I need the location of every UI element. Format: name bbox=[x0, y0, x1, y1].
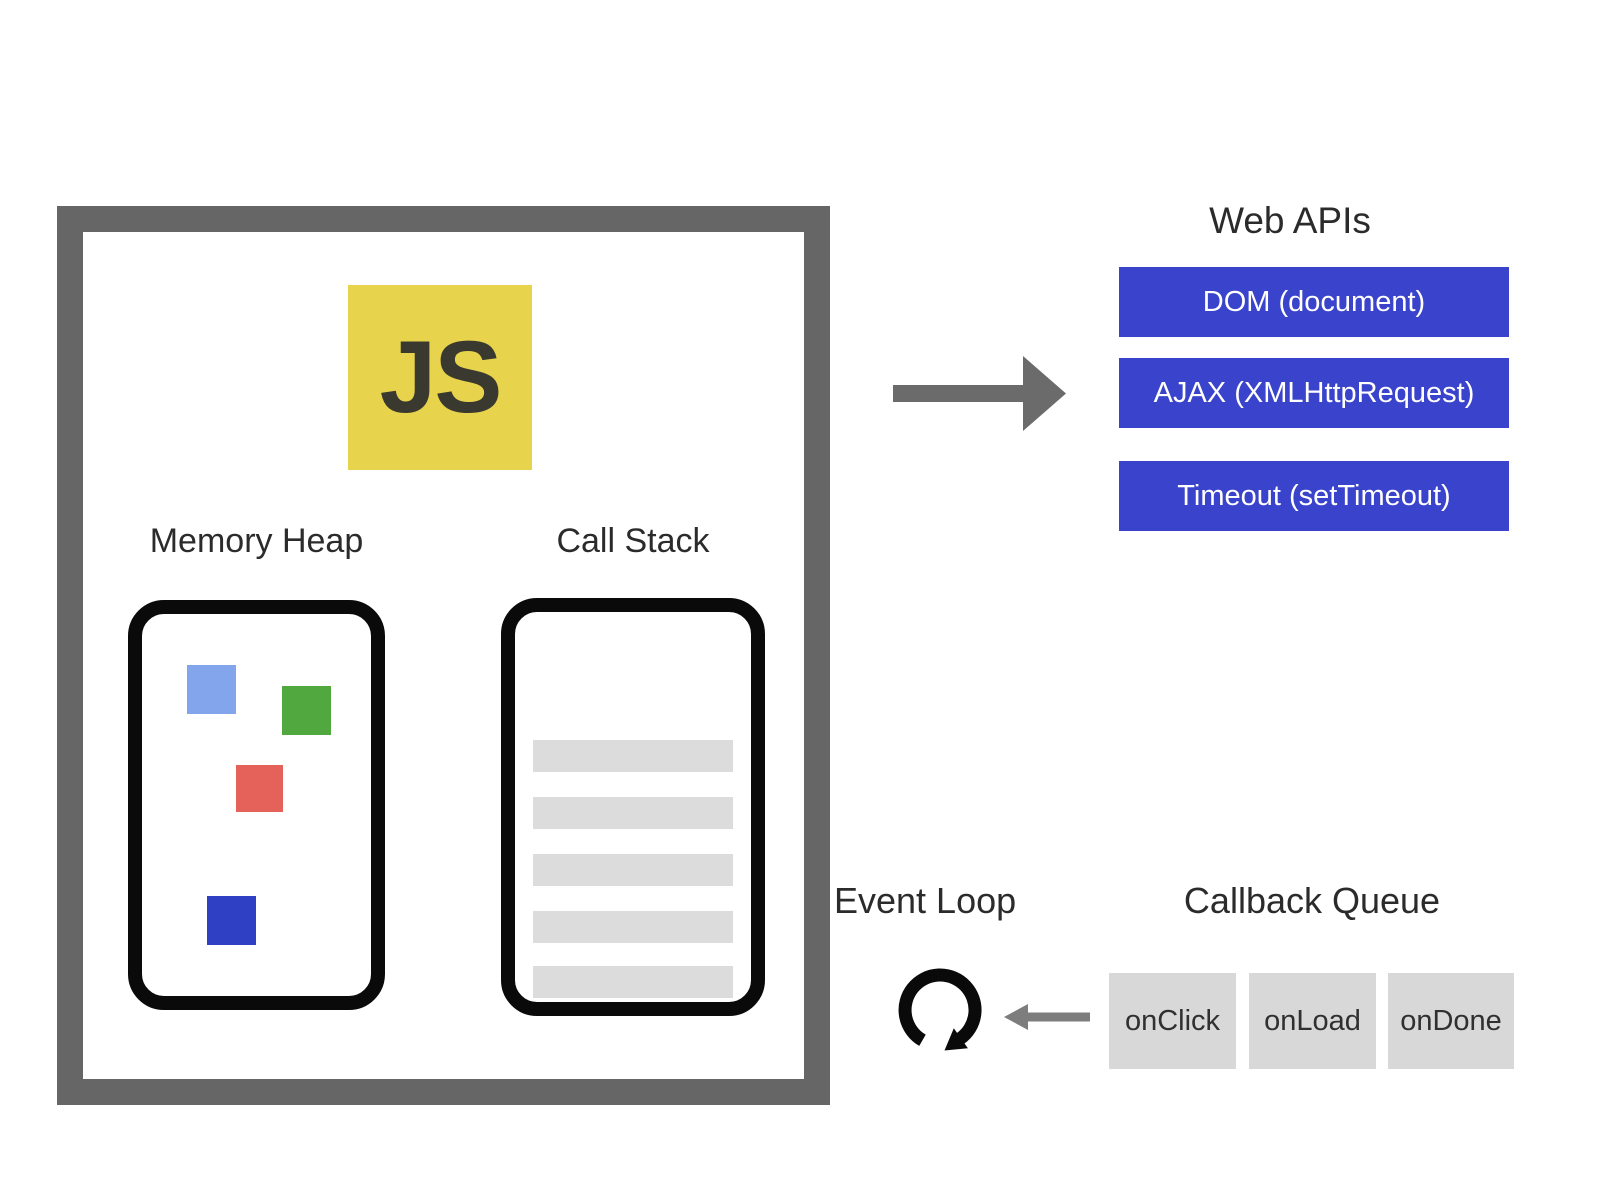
web-apis-title: Web APIs bbox=[1209, 200, 1371, 241]
callback-item-label: onDone bbox=[1400, 1004, 1502, 1037]
callback-item-ondone: onDone bbox=[1388, 973, 1514, 1069]
callback-item-label: onLoad bbox=[1264, 1004, 1361, 1037]
callback-item-onload: onLoad bbox=[1249, 973, 1376, 1069]
stack-to-webapis-arrow-icon bbox=[893, 356, 1066, 431]
callback-item-label: onClick bbox=[1124, 1004, 1221, 1037]
queue-to-eventloop-arrow-icon bbox=[1004, 1004, 1090, 1030]
stack-frame-bar bbox=[533, 966, 733, 998]
heap-object-square bbox=[282, 686, 331, 735]
callback-queue-label: Callback Queue bbox=[1183, 880, 1441, 921]
callback-item-onclick: onClick bbox=[1109, 973, 1236, 1069]
web-api-item-label: Timeout (setTimeout) bbox=[1177, 479, 1451, 512]
event-loop-cycle-icon bbox=[898, 968, 982, 1051]
js-logo-text: JS bbox=[379, 320, 503, 434]
heap-object-square bbox=[236, 765, 283, 812]
heap-object-square bbox=[187, 665, 236, 714]
web-api-item-ajax: AJAX (XMLHttpRequest) bbox=[1119, 358, 1509, 428]
heap-object-square bbox=[207, 896, 256, 945]
web-api-item-timeout: Timeout (setTimeout) bbox=[1119, 461, 1509, 531]
stack-frame-bar bbox=[533, 797, 733, 829]
event-loop-label: Event Loop bbox=[834, 880, 1017, 921]
web-api-item-dom: DOM (document) bbox=[1119, 267, 1509, 337]
call-stack-label: Call Stack bbox=[556, 522, 710, 560]
stack-frame-bar bbox=[533, 854, 733, 886]
web-api-item-label: AJAX (XMLHttpRequest) bbox=[1153, 376, 1475, 409]
memory-heap-label: Memory Heap bbox=[149, 522, 364, 560]
stack-frame-bar bbox=[533, 740, 733, 772]
stack-frame-bar bbox=[533, 911, 733, 943]
web-api-item-label: DOM (document) bbox=[1202, 285, 1426, 318]
js-logo: JS bbox=[348, 285, 532, 470]
